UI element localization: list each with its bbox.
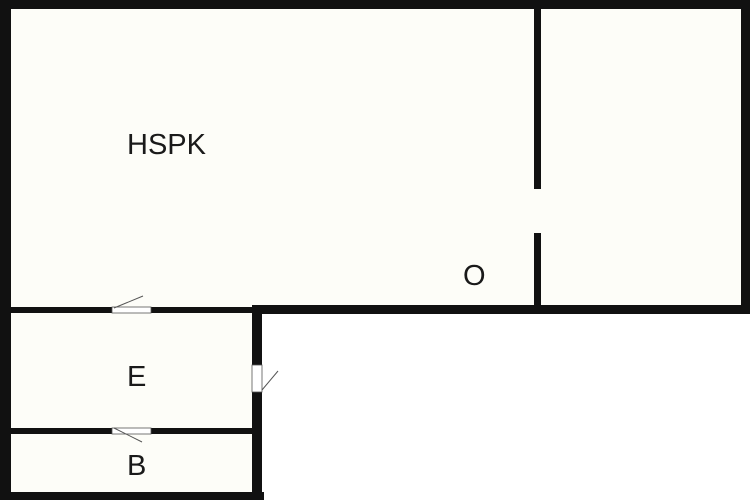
room-label-hspk: HSPK (127, 129, 206, 161)
room-label-b: B (127, 450, 147, 482)
interior-walls (0, 0, 541, 434)
floor-b (6, 431, 258, 495)
floor-hspk (6, 6, 746, 309)
door-e-exterior (251, 364, 279, 393)
room-label-o: O (463, 260, 486, 292)
room-label-e: E (127, 361, 147, 393)
door-e-b (111, 427, 152, 443)
door-hspk-e (111, 295, 152, 314)
floor-e (6, 309, 258, 431)
